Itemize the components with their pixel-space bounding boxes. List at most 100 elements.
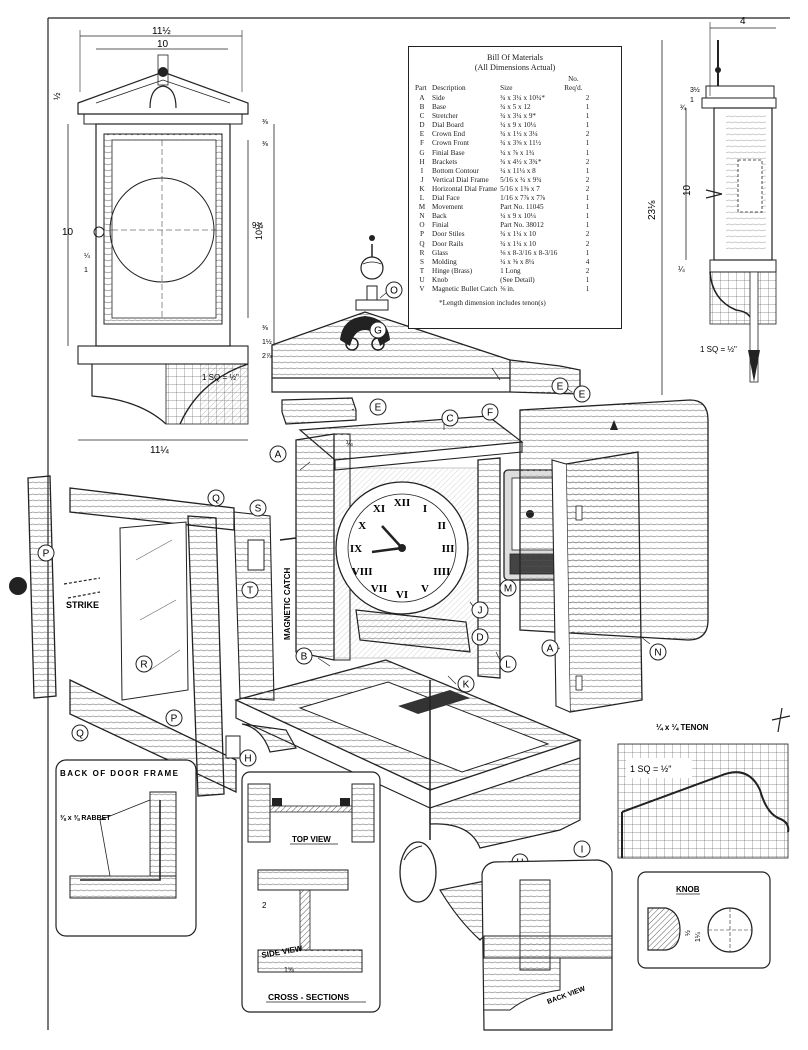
- bom-cell-description: Door Rails: [432, 239, 464, 248]
- callout-t: T: [241, 581, 259, 599]
- bom-cell-part: I: [420, 166, 424, 175]
- bom-cell-qty: 2: [585, 230, 590, 239]
- bom-cell-part: H: [419, 157, 425, 166]
- callout-letter: Q: [76, 729, 84, 740]
- bom-cell-part: C: [419, 112, 425, 121]
- bom-cell-qty: 1: [585, 248, 590, 257]
- bom-cell-description: Side: [432, 94, 445, 102]
- callout-s: S: [249, 499, 267, 517]
- callout-p: P: [37, 544, 55, 562]
- bom-cell-description: Finial: [432, 221, 449, 230]
- dim-top-inner: 10: [157, 39, 169, 50]
- callout-m: M: [499, 579, 517, 597]
- bom-header-part: Part: [415, 83, 427, 92]
- bom-cell-description: Hinge (Brass): [432, 266, 473, 275]
- bom-cell-description: Magnetic Bullet Catch: [432, 284, 498, 293]
- callout-letter: H: [244, 754, 251, 765]
- callout-l: L: [499, 655, 517, 673]
- dim-top-outer: 11½: [152, 26, 171, 37]
- bom-cell-qty: 1: [585, 212, 590, 221]
- callout-letter: A: [275, 450, 282, 461]
- callout-letter: J: [478, 606, 483, 617]
- dim-small-side: ¼: [678, 265, 685, 274]
- bom-cell-description: Glass: [432, 248, 448, 257]
- bom-cell-qty: 1: [585, 203, 590, 212]
- tenon-dim: ¼: [346, 439, 353, 448]
- bom-cell-size: ⅜ in.: [500, 284, 515, 293]
- bom-cell-qty: 1: [585, 194, 590, 203]
- clock-numeral: IIII: [433, 566, 450, 578]
- bom-cell-qty: 4: [585, 257, 590, 266]
- bom-cell-description: Movement: [432, 203, 464, 212]
- dim-dial-height: 9¾: [252, 221, 263, 230]
- callout-q: Q: [207, 489, 225, 507]
- callout-letter: L: [505, 660, 511, 671]
- bom-header-description: Description: [432, 83, 466, 92]
- callout-letter: B: [301, 652, 308, 663]
- bom-cell-qty: 1: [585, 148, 590, 157]
- svg-text:½: ½: [684, 930, 692, 936]
- bom-header-qty: No. Req'd.: [564, 75, 583, 92]
- callout-q: Q: [71, 724, 89, 742]
- callout-letter: C: [446, 414, 453, 425]
- callout-letter: A: [547, 644, 554, 655]
- callout-o: O: [385, 281, 403, 299]
- tenon-label: ¼ x ¼ TENON: [656, 723, 709, 732]
- bom-cell-part: J: [420, 175, 424, 184]
- bom-cell-part: S: [420, 257, 424, 266]
- bom-cell-description: Door Stiles: [432, 230, 465, 239]
- bom-cell-part: N: [419, 212, 425, 221]
- clock-numeral: VIII: [352, 566, 373, 578]
- clock-numeral: XI: [373, 503, 385, 515]
- bom-cell-qty: 2: [585, 157, 590, 166]
- bom-cell-size: ¾ x 3¼ x 9*: [500, 112, 537, 121]
- bom-cell-qty: 2: [585, 94, 590, 102]
- bom-cell-description: Crown Front: [432, 139, 469, 148]
- callout-letter: E: [557, 382, 564, 393]
- bom-header-size: Size: [500, 83, 513, 92]
- bill-of-materials: Bill Of Materials (All Dimensions Actual…: [408, 46, 622, 329]
- clock-numeral: VI: [396, 589, 408, 601]
- clock-numeral: IX: [350, 543, 362, 555]
- bom-cell-part: B: [419, 103, 425, 112]
- magnetic-catch-label: MAGNETIC CATCH: [283, 567, 292, 640]
- bom-cell-part: V: [419, 284, 425, 293]
- bom-cell-part: E: [419, 130, 425, 139]
- bom-cell-size: ¼ x ⅜ x 8¼: [500, 257, 535, 266]
- svg-text:⅜: ⅜: [262, 325, 268, 332]
- svg-text:1 SQ = ½": 1 SQ = ½": [630, 764, 671, 774]
- bom-cell-qty: 2: [585, 175, 590, 184]
- bom-cell-size: Part No. 11045: [500, 203, 544, 212]
- bom-cell-qty: 2: [585, 130, 590, 139]
- bom-cell-part: Q: [419, 239, 425, 248]
- dim-body-height-right: 10¼: [254, 222, 264, 240]
- clock-numeral: XII: [394, 497, 411, 509]
- svg-text:⅜: ⅜: [262, 119, 268, 126]
- bom-cell-size: ¾ x 3⅝ x 11½: [500, 139, 542, 148]
- callout-letter: M: [504, 584, 512, 595]
- finial-ball: [360, 256, 384, 280]
- callout-letter: Q: [212, 494, 220, 505]
- detail-knob: KNOB ½ 1¼: [637, 871, 771, 969]
- svg-text:TOP VIEW: TOP VIEW: [292, 835, 331, 844]
- bom-cell-size: ¼ x 9 x 10¼: [500, 121, 537, 130]
- dim-crown-c: ¾: [680, 105, 686, 112]
- bom-cell-qty: 1: [585, 275, 590, 284]
- bom-cell-size: (See Detail): [500, 275, 535, 284]
- callout-j: J: [471, 601, 489, 619]
- case-side-left: [295, 433, 335, 661]
- bom-cell-description: Bottom Contour: [432, 166, 479, 175]
- callout-letter: F: [487, 408, 493, 419]
- pendulum-bob: [399, 841, 437, 903]
